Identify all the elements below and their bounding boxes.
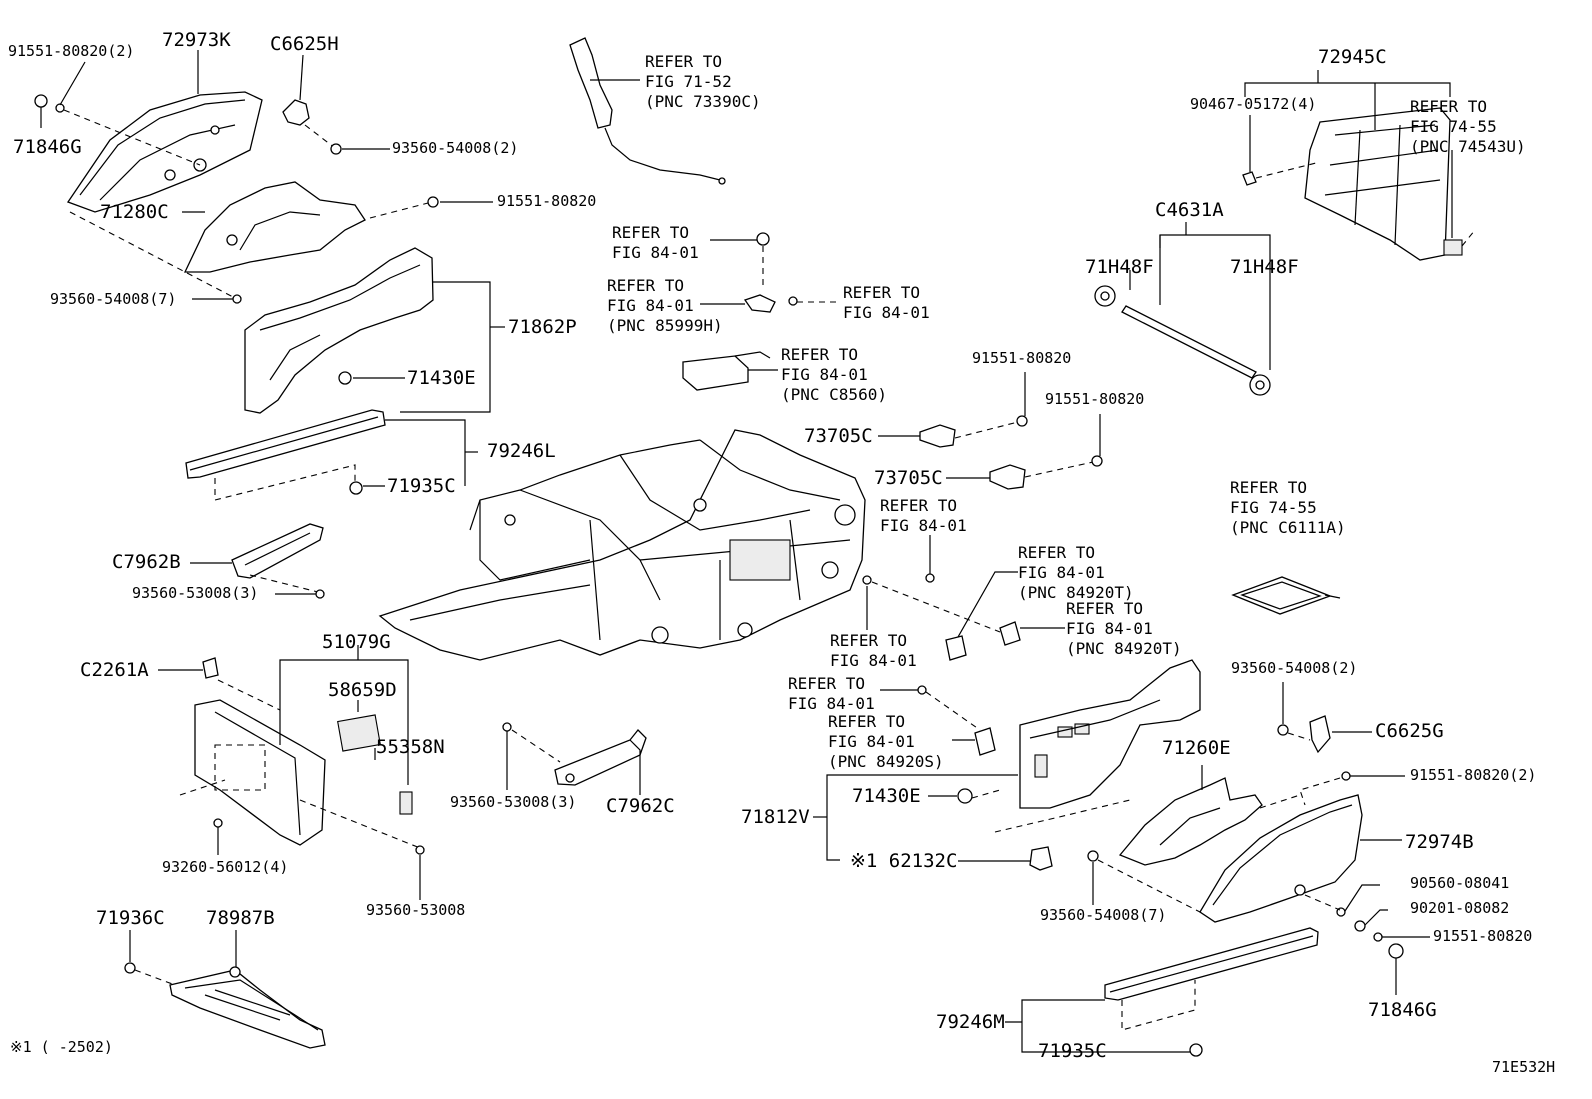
label-73705C-a: 73705C <box>804 425 873 447</box>
label-93560-54008-7-right: 93560-54008(7) <box>1040 906 1167 924</box>
label-79246L: 79246L <box>487 440 556 462</box>
label-73705C-b: 73705C <box>874 467 943 489</box>
module-C8560 <box>682 351 771 391</box>
label-91551-80820-2-right: 91551-80820(2) <box>1410 766 1537 784</box>
sensor-84920T-a <box>945 635 967 661</box>
label-C4631A: C4631A <box>1155 199 1224 221</box>
label-71280C: 71280C <box>100 201 169 223</box>
rail-79246L <box>185 409 386 479</box>
refer-fig-84-01-e: REFER TO FIG 84-01 <box>880 496 967 535</box>
label-72973K: 72973K <box>162 29 231 51</box>
seat-frame-assembly <box>378 429 866 661</box>
label-C7962C: C7962C <box>606 795 675 817</box>
label-C2261A: C2261A <box>80 659 149 681</box>
refer-fig-84-01-a: REFER TO FIG 84-01 <box>612 223 699 262</box>
refer-fig-84-01-h: REFER TO FIG 84-01 <box>830 631 917 670</box>
label-90560-08041: 90560-08041 <box>1410 874 1510 892</box>
cover-72974B <box>1199 794 1363 923</box>
seatbelt-cable-73390C <box>569 37 726 185</box>
label-71812V: 71812V <box>741 806 810 828</box>
clip-71430E-right <box>957 788 973 804</box>
label-51079G: 51079G <box>322 631 391 653</box>
label-71430E-left: 71430E <box>407 367 476 389</box>
label-C6625G: C6625G <box>1375 720 1444 742</box>
seat-side-cover-72973K <box>66 91 263 213</box>
label-71935C-left: 71935C <box>387 475 456 497</box>
clip-8401-c <box>788 296 838 306</box>
grommet-71H48F-b <box>1249 374 1271 396</box>
bracket-C7962C <box>554 729 647 786</box>
label-91551-80820-2-tl: 91551-80820(2) <box>8 42 135 60</box>
label-72974B: 72974B <box>1405 831 1474 853</box>
grommet-71H48F-a <box>1094 285 1116 307</box>
bracket-73705C-a <box>919 424 956 448</box>
cover-72945C <box>1304 107 1451 261</box>
panel-71260E <box>1118 777 1263 866</box>
bracket-C6625H <box>282 99 310 126</box>
rod-C4631A <box>1121 305 1257 379</box>
label-72945C: 72945C <box>1318 46 1387 68</box>
bolt-8401-a <box>756 232 770 290</box>
label-71H48F-a: 71H48F <box>1085 256 1154 278</box>
sensor-84920T-b <box>999 621 1021 646</box>
panel-71280C <box>183 181 366 273</box>
label-93560-54008-2-top: 93560-54008(2) <box>392 139 519 157</box>
label-93560-54008-7-left: 93560-54008(7) <box>50 290 177 308</box>
label-78987B: 78987B <box>206 907 275 929</box>
label-62132C: ※1 62132C <box>850 850 958 872</box>
bracket-C6625G <box>1309 715 1331 754</box>
refer-fig-84-01-i: REFER TO FIG 84-01 <box>788 674 875 713</box>
label-71846G-tl: 71846G <box>13 136 82 158</box>
refer-fig-74-55-a: REFER TO FIG 74-55 (PNC 74543U) <box>1410 97 1526 156</box>
label-91551-80820-right: 91551-80820 <box>1433 927 1533 945</box>
refer-fig-71-52: REFER TO FIG 71-52 (PNC 73390C) <box>645 52 761 111</box>
panel-51079G <box>194 699 326 846</box>
bracket-62132C <box>1029 846 1053 871</box>
label-91551-80820-mid1: 91551-80820 <box>972 349 1072 367</box>
rail-79246M <box>1104 927 1319 1001</box>
label-90201-08082: 90201-08082 <box>1410 899 1510 917</box>
label-71260E: 71260E <box>1162 737 1231 759</box>
refer-fig-74-55-b: REFER TO FIG 74-55 (PNC C6111A) <box>1230 478 1346 537</box>
label-71936C: 71936C <box>96 907 165 929</box>
bracket-C7962B <box>231 523 324 579</box>
refer-fig-84-01-j: REFER TO FIG 84-01 (PNC 84920S) <box>828 712 944 771</box>
label-C6625H: C6625H <box>270 33 339 55</box>
label-91551-80820-mid2: 91551-80820 <box>1045 390 1145 408</box>
refer-fig-84-01-g: REFER TO FIG 84-01 (PNC 84920T) <box>1066 599 1182 658</box>
diagram-id: 71E532H <box>1492 1058 1556 1076</box>
label-71846G-br: 71846G <box>1368 999 1437 1021</box>
label-71430E-right: 71430E <box>852 785 921 807</box>
label-C7962B: C7962B <box>112 551 181 573</box>
label-90467-05172-4: 90467-05172(4) <box>1190 95 1317 113</box>
refer-fig-84-01-f: REFER TO FIG 84-01 (PNC 84920T) <box>1018 543 1134 602</box>
label-93560-53008: 93560-53008 <box>366 901 466 919</box>
footnote: ※1 ( -2502) <box>10 1038 113 1056</box>
label-93260-56012-4: 93260-56012(4) <box>162 858 289 876</box>
label-71862P: 71862P <box>508 316 577 338</box>
label-71H48F-b: 71H48F <box>1230 256 1299 278</box>
refer-fig-84-01-b: REFER TO FIG 84-01 (PNC 85999H) <box>607 276 723 335</box>
label-91551-80820-top: 91551-80820 <box>497 192 597 210</box>
label-93560-53008-3-left: 93560-53008(3) <box>132 584 259 602</box>
clip-C2261A <box>202 657 219 679</box>
shield-71812V <box>1019 659 1201 809</box>
label-58659D: 58659D <box>328 679 397 701</box>
tray-78987B <box>169 966 326 1049</box>
clip-85999H <box>743 294 776 313</box>
label-93560-54008-2-right: 93560-54008(2) <box>1231 659 1358 677</box>
bracket-73705C-b <box>989 464 1026 490</box>
label-79246M: 79246M <box>936 1011 1005 1033</box>
label-71935C-right: 71935C <box>1038 1040 1107 1062</box>
label-55358N: 55358N <box>376 736 445 758</box>
label-93560-53008-3-mid: 93560-53008(3) <box>450 793 577 811</box>
refer-fig-84-01-d: REFER TO FIG 84-01 (PNC C8560) <box>781 345 887 404</box>
sensor-84920S <box>974 727 996 756</box>
refer-fig-84-01-c: REFER TO FIG 84-01 <box>843 283 930 322</box>
clip-71846G-tl <box>34 94 48 128</box>
mat-C6111A <box>1231 576 1341 615</box>
panel-71862P <box>244 247 434 414</box>
